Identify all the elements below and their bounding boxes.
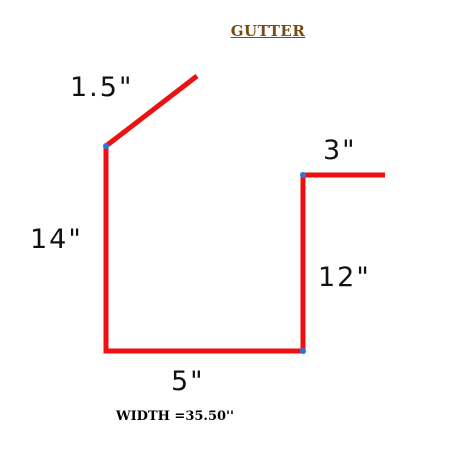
right-side-dimension: 12"	[318, 262, 371, 293]
corner-marker-bottom-right	[300, 348, 306, 354]
left-side-dimension: 14"	[30, 224, 83, 255]
gutter-profile-line	[103, 74, 385, 354]
width-note: WIDTH =35.50''	[116, 409, 234, 424]
corner-marker-top-left	[103, 143, 109, 149]
bottom-dimension: 5"	[171, 366, 205, 397]
diagram-title: GUTTER	[230, 22, 306, 40]
corner-marker-top-right	[300, 172, 306, 178]
top-flange-dimension: 1.5"	[70, 72, 134, 103]
right-flange-dimension: 3"	[323, 135, 357, 166]
